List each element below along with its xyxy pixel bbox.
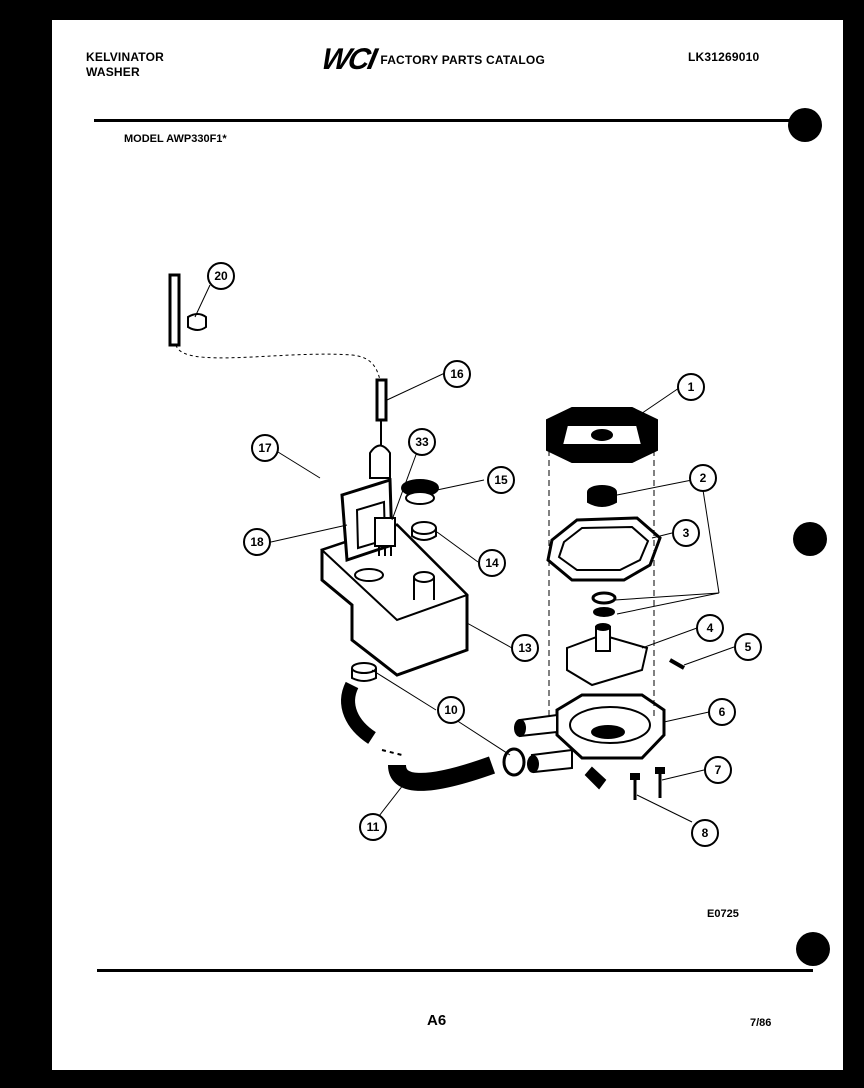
hose-dashed-line xyxy=(175,344,381,381)
callout-7: 7 xyxy=(704,756,732,784)
tube-part xyxy=(168,273,181,347)
brand-name: KELVINATOR xyxy=(86,50,165,64)
callout-4: 4 xyxy=(696,614,724,642)
callout-5: 5 xyxy=(734,633,762,661)
callout-1: 1 xyxy=(677,373,705,401)
svg-text:11: 11 xyxy=(367,820,380,834)
binder-hole xyxy=(793,522,827,556)
connector-part xyxy=(187,313,207,331)
brand-block: KELVINATOR WASHER xyxy=(86,50,236,80)
callout-14: 14 xyxy=(478,549,506,577)
model-label: MODEL AWP330F1* xyxy=(124,133,227,145)
svg-text:20: 20 xyxy=(214,269,228,283)
callout-15: 15 xyxy=(487,466,515,494)
svg-text:10: 10 xyxy=(444,703,458,717)
catalog-page: KELVINATOR WASHER WCI FACTORY PARTS CATA… xyxy=(52,20,843,1070)
hose-upper xyxy=(341,681,377,744)
callout-10: 10 xyxy=(437,696,465,724)
svg-text:6: 6 xyxy=(719,705,726,719)
callout-3: 3 xyxy=(672,519,700,547)
hose-lower xyxy=(388,756,496,791)
svg-text:18: 18 xyxy=(250,535,264,549)
svg-text:5: 5 xyxy=(745,640,752,654)
callout-8: 8 xyxy=(691,819,719,847)
catalog-header: WCI FACTORY PARTS CATALOG xyxy=(319,43,545,76)
callout-labels: 1 2 3 4 5 6 7 8 10 11 13 14 15 16 17 18 … xyxy=(207,262,762,847)
callout-16: 16 xyxy=(443,360,471,388)
exploded-parts-diagram: 1 2 3 4 5 6 7 8 10 11 13 14 15 16 17 18 … xyxy=(168,262,762,847)
svg-text:2: 2 xyxy=(700,471,707,485)
svg-text:17: 17 xyxy=(258,441,272,455)
page-number: A6 xyxy=(427,1012,447,1029)
tube-16-part xyxy=(375,378,388,422)
reservoir-neck xyxy=(369,444,391,479)
callout-20: 20 xyxy=(207,262,235,290)
callout-18: 18 xyxy=(243,528,271,556)
part-number: LK31269010 xyxy=(688,50,760,64)
callout-6: 6 xyxy=(708,698,736,726)
svg-text:16: 16 xyxy=(450,367,464,381)
svg-text:15: 15 xyxy=(494,473,508,487)
callout-11: 11 xyxy=(359,813,387,841)
drawing-code: E0725 xyxy=(707,908,739,920)
callout-33: 33 xyxy=(408,428,436,456)
binder-hole xyxy=(796,932,830,966)
svg-text:8: 8 xyxy=(702,826,709,840)
svg-text:33: 33 xyxy=(415,435,429,449)
svg-text:14: 14 xyxy=(485,556,499,570)
svg-text:4: 4 xyxy=(707,621,714,635)
revision-date: 7/86 xyxy=(750,1017,772,1029)
svg-text:3: 3 xyxy=(683,526,690,540)
callout-13: 13 xyxy=(511,634,539,662)
product-type: WASHER xyxy=(86,65,140,79)
header-rule xyxy=(94,119,812,122)
catalog-title: FACTORY PARTS CATALOG xyxy=(380,52,545,67)
callout-2: 2 xyxy=(689,464,717,492)
binder-hole xyxy=(788,108,822,142)
line-art xyxy=(168,273,735,826)
svg-text:7: 7 xyxy=(715,763,722,777)
svg-text:13: 13 xyxy=(518,641,532,655)
svg-text:1: 1 xyxy=(688,380,695,394)
callout-17: 17 xyxy=(251,434,279,462)
footer-rule xyxy=(97,969,813,972)
